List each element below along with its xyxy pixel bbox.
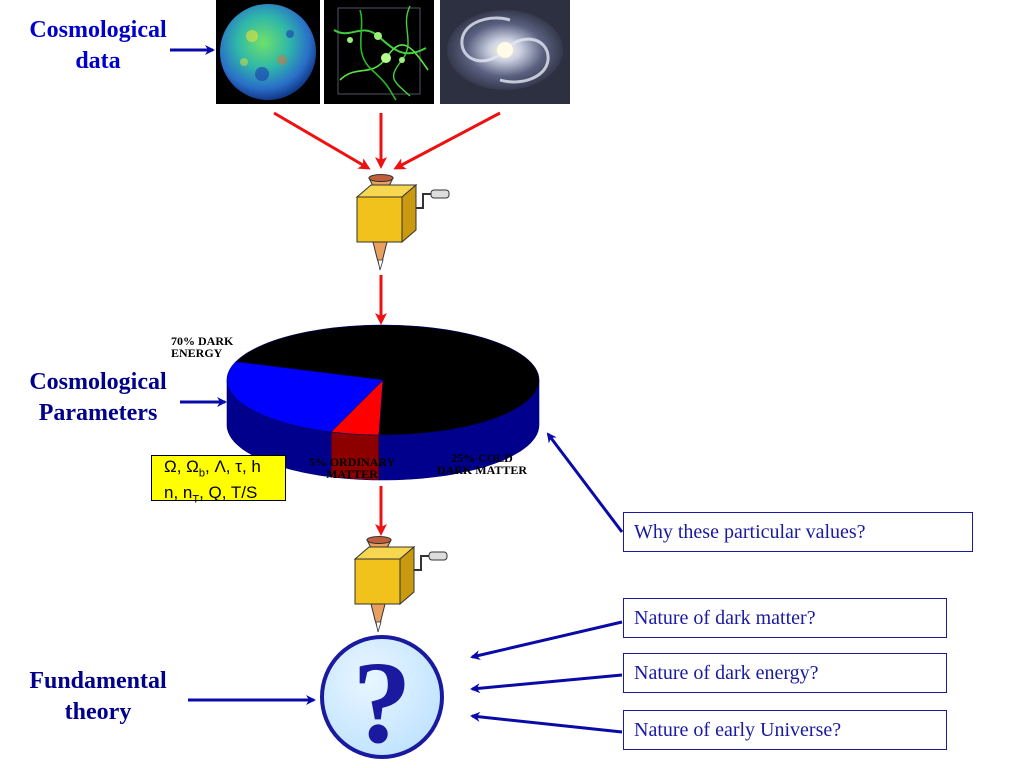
parameters-box: Ω, Ωb, Λ, τ, h n, nT, Q, T/S	[151, 455, 286, 506]
red-arrow-right	[393, 111, 501, 170]
question-circle	[320, 635, 444, 759]
pie-slice-dark-energy	[235, 324, 540, 436]
why-values-box: Why these particular values?	[623, 512, 973, 552]
early-universe-box: Nature of early Universe?	[623, 710, 947, 750]
processing-machine-bottom	[354, 535, 448, 633]
processing-machine-top	[356, 173, 450, 271]
cosmic-web-image	[324, 0, 434, 104]
parameters-line-1: Ω, Ωb, Λ, τ, h	[164, 457, 261, 480]
spiral-galaxy-image	[440, 0, 570, 104]
question-mark: ?	[353, 637, 412, 768]
cosmological-parameters-label: Cosmological Parameters	[29, 369, 167, 426]
dark-matter-box: Nature of dark matter?	[623, 598, 947, 638]
values-question-arrow	[546, 432, 624, 533]
dark-energy-arrow	[470, 673, 623, 694]
red-arrow-left	[273, 111, 371, 170]
pie-label-ordinary-matter: 5% ORDINARY MATTER	[308, 455, 396, 481]
fundamental-theory-label: Fundamental theory	[29, 668, 167, 725]
cmb-map-image	[216, 0, 320, 104]
pie-label-cold-dark-matter: 25% COLD DARK MATTER	[436, 451, 528, 477]
pie-slice-cold-dark-matter	[226, 361, 384, 433]
pie-chart	[226, 324, 540, 481]
early-universe-arrow	[470, 711, 623, 734]
parameters-line-2: n, nT, Q, T/S	[164, 483, 258, 506]
dark-energy-box: Nature of dark energy?	[623, 653, 947, 693]
dark-matter-arrow	[470, 620, 623, 661]
cosmological-data-label: Cosmological data	[29, 17, 167, 74]
pie-label-dark-energy: 70% DARK ENERGY	[171, 334, 234, 360]
